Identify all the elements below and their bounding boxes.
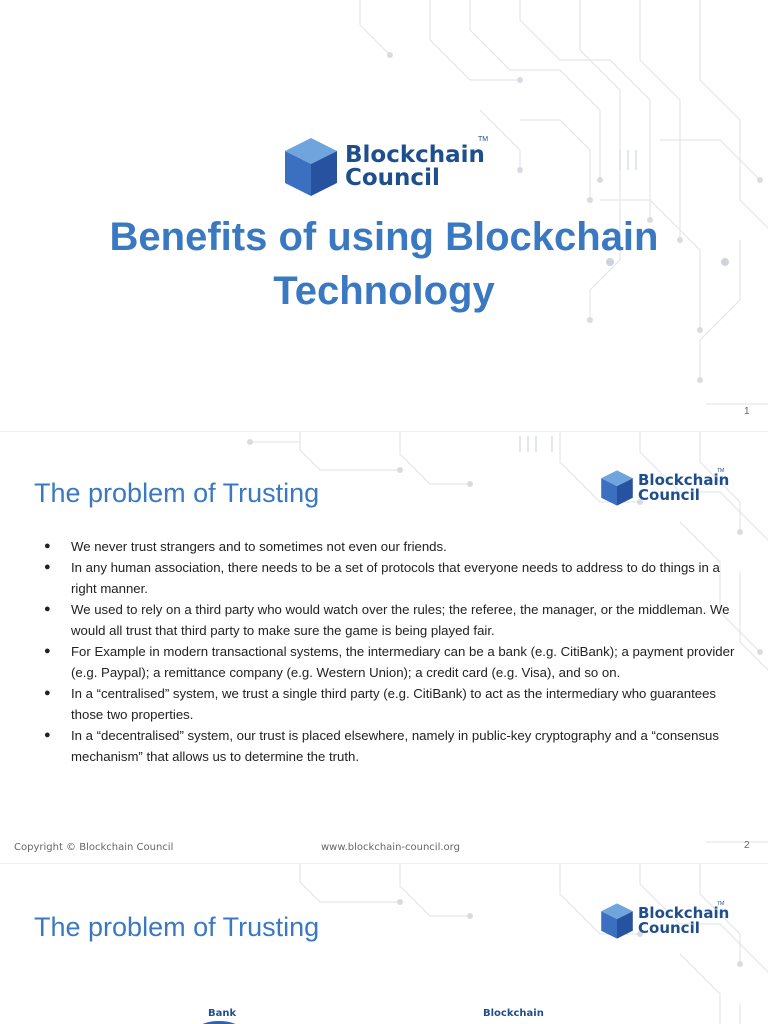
logo-line-2: Council	[638, 486, 700, 504]
circuit-background	[299, 864, 768, 1024]
slide-divider	[0, 431, 768, 432]
logo-line-1: Blockchain	[345, 141, 485, 168]
bullet-text: In a “centralised” system, we trust a si…	[71, 686, 717, 722]
slide-divider	[0, 863, 768, 864]
bullet-icon: ●	[44, 603, 51, 615]
page-number: 1	[744, 406, 750, 417]
bullet-text: In any human association, there needs to…	[71, 560, 720, 596]
title-line-1: Benefits of using Blockchain	[109, 215, 659, 259]
logo: Blockchain Council TM	[600, 468, 730, 507]
bank-node-icon	[202, 1021, 236, 1024]
slide-3: The problem of Trusting Blockchain Counc…	[0, 864, 768, 1024]
footer-copyright: Copyright © Blockchain Council	[14, 842, 174, 853]
blue-cube-icon	[285, 138, 337, 196]
list-item: ● In a “decentralised” system, our trust …	[44, 725, 740, 767]
bullet-icon: ●	[44, 729, 51, 741]
blue-cube-icon	[601, 903, 633, 939]
trademark: TM	[717, 468, 725, 474]
logo-line-2: Council	[638, 919, 700, 937]
bullet-text: In a “decentralised” system, our trust i…	[71, 728, 719, 764]
slide-title: The problem of Trusting	[34, 912, 320, 942]
bullet-list: ● We never trust strangers and to sometim…	[44, 536, 740, 767]
bullet-icon: ●	[44, 687, 51, 699]
bullet-icon: ●	[44, 561, 51, 573]
logo: Blockchain Council TM	[600, 901, 730, 940]
trademark: TM	[717, 901, 725, 907]
slide-title: Benefits of using Blockchain Technology	[0, 210, 768, 318]
logo-text: Blockchain Council	[638, 903, 730, 937]
logo-text: Blockchain Council	[638, 470, 730, 504]
logo: Blockchain Council TM	[283, 136, 489, 198]
footer-url: www.blockchain-council.org	[321, 842, 460, 853]
logo-line-1: Blockchain	[638, 903, 730, 922]
diagram-label-blockchain: Blockchain	[483, 1008, 544, 1019]
logo-line-1: Blockchain	[638, 470, 730, 489]
list-item: ● We used to rely on a third party who wo…	[44, 599, 740, 641]
logo-text: Blockchain Council	[345, 141, 485, 191]
title-line-2: Technology	[273, 269, 495, 313]
slide-1: Blockchain Council TM Benefits of using …	[0, 0, 768, 432]
trademark: TM	[478, 136, 489, 143]
slide-2: The problem of Trusting Blockchain Counc…	[0, 432, 768, 864]
bullet-text: We never trust strangers and to sometime…	[71, 539, 447, 554]
bullet-text: For Example in modern transactional syst…	[71, 644, 735, 680]
blue-cube-icon	[601, 470, 633, 506]
diagram-label-bank: Bank	[208, 1008, 237, 1019]
list-item: ● In any human association, there needs t…	[44, 557, 740, 599]
list-item: ● We never trust strangers and to sometim…	[44, 536, 740, 557]
page-number: 2	[744, 840, 750, 851]
list-item: ● For Example in modern transactional sys…	[44, 641, 740, 683]
bullet-text: We used to rely on a third party who wou…	[71, 602, 730, 638]
logo-line-2: Council	[345, 165, 440, 191]
circuit-background	[359, 0, 768, 383]
slide-title: The problem of Trusting	[34, 478, 320, 508]
bullet-icon: ●	[44, 540, 51, 552]
list-item: ● In a “centralised” system, we trust a s…	[44, 683, 740, 725]
bullet-icon: ●	[44, 645, 51, 657]
